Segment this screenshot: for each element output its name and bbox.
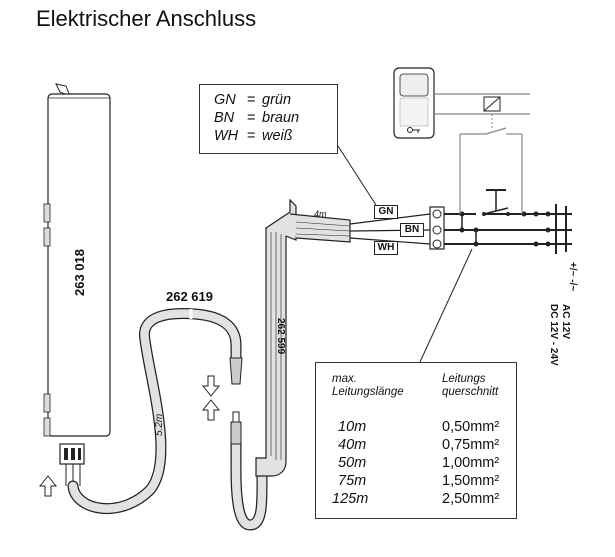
legend-eq: = [246,92,256,108]
device-263018 [43,83,111,437]
arrow-up-icon [38,475,58,497]
flat-cable-262599 [255,198,297,477]
color-legend: GN = grün BN = braun WH = weiß [199,84,338,154]
legend-name: weiß [262,128,293,144]
table-header-length: max. Leitungslänge [332,373,404,398]
table-row-length: 75m [338,473,367,489]
legend-row-bn: BN = braun [214,109,337,127]
legend-name: braun [262,110,300,126]
table-row-cross: 1,50mm² [442,473,500,489]
relay-coil-icon [483,96,501,112]
wire-tag-gn: GN [374,205,398,219]
device-number-label: 263 018 [72,249,87,296]
table-leader-line [419,248,473,363]
table-header-cross-section: Leitungs querschnitt [442,373,499,398]
flat-cable-horizontal [289,213,431,245]
door-station [393,67,530,214]
page-title: Elektrischer Anschluss [36,6,257,31]
cable-length-label: 5.2m [154,413,165,436]
table-row-cross: 2,50mm² [442,491,500,507]
table-row-cross: 0,75mm² [442,437,500,453]
legend-eq: = [246,110,256,126]
table-row-cross: 1,00mm² [442,455,500,471]
legend-eq: = [246,128,256,144]
arrow-up-icon-2 [201,399,221,421]
key-icon [407,127,420,133]
table-row-length: 125m [332,491,369,507]
legend-leader-line [337,145,377,206]
flat-cable-number-label: 262 599 [275,318,286,355]
device-connector [59,443,85,486]
table-row-length: 10m [338,419,367,435]
push-button-switch-icon [476,189,510,216]
supply-dc-label: DC 12V - 24V [548,304,559,366]
arrow-down-icon [201,375,221,397]
wire-tag-wh: WH [374,241,398,255]
wire-tag-bn: BN [400,223,424,237]
table-row-length: 40m [338,437,367,453]
table-row-length: 50m [338,455,367,471]
cross-section-table: max. Leitungslänge Leitungs querschnitt … [315,362,517,519]
bottom-cable [230,411,268,531]
legend-name: grün [262,92,292,108]
flat-cable-length-label: 4m [314,209,327,219]
supply-ac-label: AC 12V [560,304,571,340]
legend-code: WH [214,128,239,144]
legend-row-gn: GN = grün [214,91,337,109]
legend-row-wh: WH = weiß [214,127,337,145]
round-cable-262619 [67,308,243,515]
terminal-block [429,206,445,250]
supply-polarity-label: +/~ -/~ [567,262,578,292]
legend-code: BN [214,110,235,126]
legend-code: GN [214,92,236,108]
table-row-cross: 0,50mm² [442,419,500,435]
supply-wires [444,204,572,254]
cable-number-label: 262 619 [166,289,213,304]
